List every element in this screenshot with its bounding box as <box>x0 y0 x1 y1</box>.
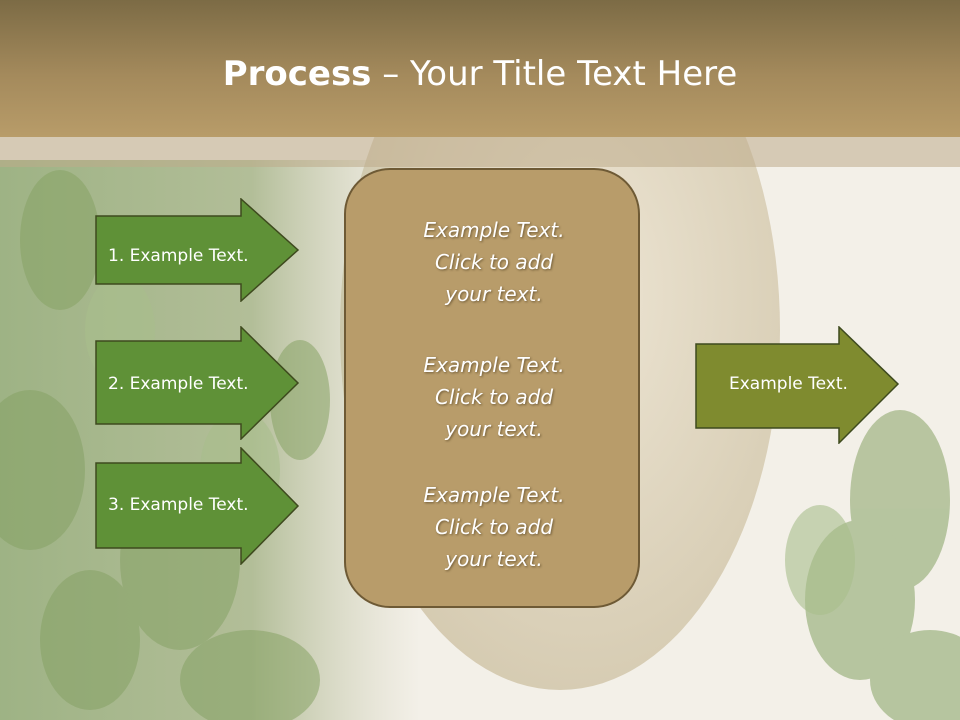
input-arrow-3[interactable]: 3. Example Text. <box>95 447 300 565</box>
paragraph-line: Click to add <box>434 385 554 409</box>
title-bold-part: Process <box>222 54 372 94</box>
center-paragraph-2: Example Text. Click to add your text. <box>346 349 642 445</box>
input-arrow-2-label: 2. Example Text. <box>108 374 249 394</box>
paragraph-line: your text. <box>445 417 543 441</box>
input-arrow-2[interactable]: 2. Example Text. <box>95 326 300 440</box>
center-text-box[interactable]: Example Text. Click to add your text. Ex… <box>344 168 640 608</box>
output-arrow-label: Example Text. <box>729 374 848 394</box>
leaf-shapes <box>0 170 960 720</box>
paragraph-line: Click to add <box>434 515 554 539</box>
title-regular-part: – Your Title Text Here <box>371 54 738 94</box>
arrow-shape <box>95 326 300 440</box>
slide-title[interactable]: Process – Your Title Text Here <box>0 52 960 96</box>
input-arrow-3-label: 3. Example Text. <box>108 495 249 515</box>
title-bar-strip <box>0 137 960 167</box>
arrow-shape <box>695 326 900 444</box>
paragraph-line: Click to add <box>434 250 554 274</box>
paragraph-line: your text. <box>445 547 543 571</box>
input-arrow-1-label: 1. Example Text. <box>108 246 249 266</box>
title-bar <box>0 0 960 137</box>
output-arrow[interactable]: Example Text. <box>695 326 900 444</box>
paragraph-line: your text. <box>445 282 543 306</box>
input-arrow-1[interactable]: 1. Example Text. <box>95 198 300 302</box>
center-paragraph-3: Example Text. Click to add your text. <box>346 479 642 575</box>
paragraph-line: Example Text. <box>423 353 565 377</box>
arrow-shape <box>95 198 300 302</box>
paragraph-line: Example Text. <box>423 218 565 242</box>
arrow-shape <box>95 447 300 565</box>
center-paragraph-1: Example Text. Click to add your text. <box>346 214 642 310</box>
paragraph-line: Example Text. <box>423 483 565 507</box>
